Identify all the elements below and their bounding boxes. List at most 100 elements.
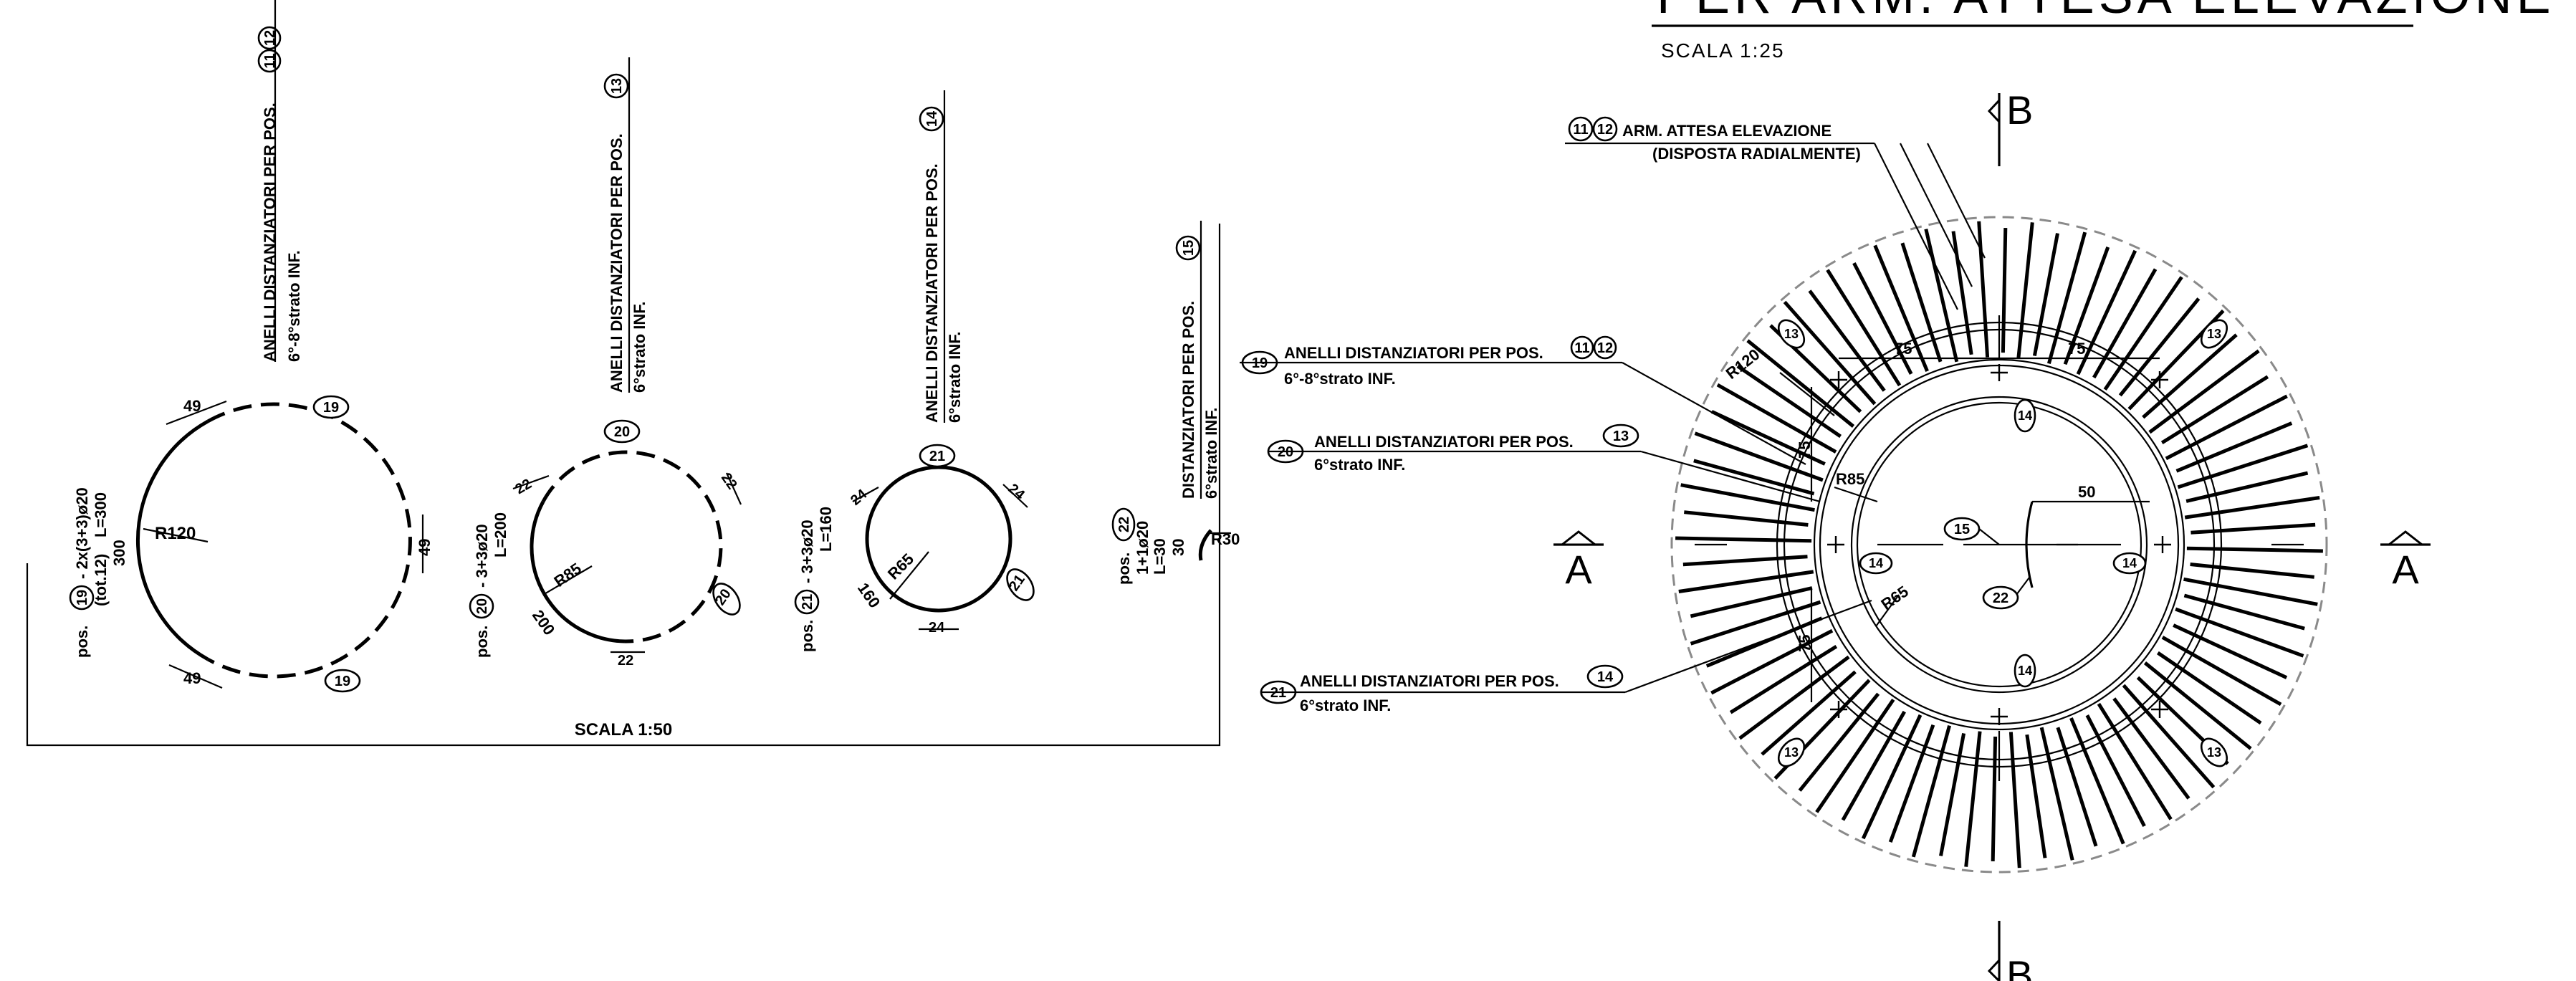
tag14-left: 14 — [1869, 556, 1883, 570]
radial-bar — [2103, 276, 2183, 391]
radial-bar — [1783, 300, 1877, 406]
ring-tie-mark — [1827, 536, 1844, 553]
plan-center: 15 22 — [1943, 501, 2078, 610]
radial-bar — [1746, 339, 1855, 428]
ring21-length: L=160 — [817, 507, 835, 552]
bar22-pos-label: pos. — [1115, 552, 1133, 585]
ring21-side: 160 — [854, 580, 884, 611]
title-block: PER ARM. ATTESA ELEVAZIONE SCALA 1:25 — [1652, 0, 2555, 62]
section-label-b-bottom: B — [2006, 952, 2033, 981]
bar22-header-sub: 6°strato INF. — [1202, 408, 1220, 499]
dim50: 50 — [2078, 483, 2095, 501]
ring20-header: ANELLI DISTANZIATORI PER POS. 13 6°strat… — [603, 73, 648, 393]
ring20-pos-block: pos. 20 - 3+3ø20 L=200 — [469, 512, 509, 658]
plan-r120: R120 — [1723, 345, 1763, 383]
ring20-overlap-tr: 22 — [718, 470, 740, 492]
radial-bar — [2016, 222, 2034, 358]
radial-bar — [2175, 421, 2293, 473]
ring21-header-sub: 6°strato INF. — [946, 332, 964, 423]
radial-bar — [2025, 734, 2047, 858]
radial-bar — [1684, 510, 1809, 527]
radial-bar — [1738, 655, 1850, 740]
radial-bar — [1815, 698, 1895, 813]
radial-bar — [2118, 297, 2201, 397]
radial-bar — [2001, 228, 2008, 353]
ring21-header-text: ANELLI DISTANZIATORI PER POS. — [923, 163, 941, 423]
dim75-left-bottom: 75 — [1796, 635, 1814, 652]
ring19-solid-arc — [135, 419, 209, 661]
ring19-radius-line — [143, 527, 209, 543]
radial-bar — [1761, 670, 1857, 756]
details-scale: SCALA 1:50 — [575, 720, 672, 740]
radial-bar — [2039, 727, 2074, 861]
ring21-radius: R65 — [884, 550, 917, 583]
dim75-top-left: 75 — [1895, 340, 1912, 358]
radial-bar — [2186, 546, 2323, 553]
radial-bar — [2122, 684, 2216, 789]
ring19-radius: R120 — [155, 524, 196, 543]
ring20-overlap-bottom: 22 — [618, 653, 633, 669]
plan-pos15: 15 — [1954, 522, 1970, 537]
ring19-header-text: ANELLI DISTANZIATORI PER POS. — [261, 102, 279, 362]
ring-tie-mark — [1830, 371, 1847, 388]
ring20-side: 200 — [529, 607, 559, 638]
plan-r19-pos12: 12 — [1597, 340, 1613, 356]
details-border — [26, 224, 1221, 747]
tag13-tr: 13 — [2207, 327, 2221, 341]
radial-bar — [2173, 623, 2288, 679]
ring19-side: 300 — [110, 540, 128, 566]
radial-bars — [1675, 221, 2323, 868]
tag14-bottom: 14 — [2018, 664, 2032, 678]
radial-bar — [2160, 375, 2269, 445]
detail-ring-19: ANELLI DISTANZIATORI PER POS. 11 12 6°-8… — [69, 0, 434, 693]
radial-bar — [2184, 496, 2320, 520]
ring-tie-mark — [2151, 701, 2168, 718]
radial-bar — [2183, 577, 2318, 606]
plan-view: A A B B 11 12 ARM. ATTESA ELEVAZIONE (DI… — [1240, 87, 2431, 981]
plan-r85: R85 — [1836, 470, 1864, 488]
radial-bar — [2161, 636, 2282, 707]
ring20-formula: - 3+3ø20 — [473, 524, 491, 588]
plan-r21-pos: 14 — [1597, 669, 1614, 685]
bar22-header-pos: 15 — [1181, 240, 1197, 256]
ring-r65-outer — [1850, 396, 2148, 694]
ring21-circle — [865, 465, 1012, 613]
section-mark-a-left: A — [1553, 530, 1604, 592]
drawing-title: PER ARM. ATTESA ELEVAZIONE — [1657, 0, 2555, 24]
radial-bar — [2185, 471, 2309, 503]
ring20-length: L=200 — [492, 512, 509, 558]
bar22-formula: 1+1ø20 — [1134, 521, 1151, 575]
ring19-overlap-right: 49 — [416, 539, 434, 556]
plan-r21-line1: ANELLI DISTANZIATORI PER POS. — [1300, 672, 1559, 690]
radial-bar — [1798, 692, 1880, 792]
radial-bar — [1888, 724, 1935, 843]
ring21-header-pos: 14 — [924, 110, 940, 127]
radial-bar — [1841, 710, 1906, 821]
plan-tags: 13 13 13 13 14 14 14 14 — [1777, 319, 2228, 767]
ring21-pos-label: pos. — [798, 620, 816, 652]
radial-bar — [1939, 732, 1966, 856]
section-label-a-right: A — [2392, 547, 2419, 592]
radial-bar — [1861, 714, 1923, 840]
radial-bar — [2156, 651, 2262, 725]
ring21-formula: - 3+3ø20 — [798, 520, 816, 583]
radial-bar — [1678, 570, 1814, 593]
ring20-pos-num: 20 — [474, 598, 490, 614]
radial-bar — [2097, 702, 2173, 820]
ring20-radius: R85 — [551, 559, 585, 590]
section-mark-a-right: A — [2380, 530, 2431, 592]
plan-r19-line1: ANELLI DISTANZIATORI PER POS. — [1284, 344, 1543, 362]
plan-r65: R65 — [1878, 582, 1912, 613]
ring20-tag-top: 20 — [614, 424, 630, 440]
radial-bar — [1900, 242, 1943, 363]
ring20-overlap-tl: 22 — [513, 476, 535, 497]
radial-bar — [1736, 364, 1842, 439]
radial-bar — [1682, 555, 1808, 567]
radial-bar — [1729, 644, 1838, 714]
radial-bar — [1690, 586, 1813, 618]
tag14-top: 14 — [2018, 408, 2032, 423]
radial-bar — [2046, 231, 2087, 365]
label-ring20: 20 ANELLI DISTANZIATORI PER POS. 13 6°st… — [1267, 423, 1821, 503]
section-label-b-top: B — [2006, 87, 2033, 133]
tag13-br: 13 — [2207, 745, 2221, 760]
